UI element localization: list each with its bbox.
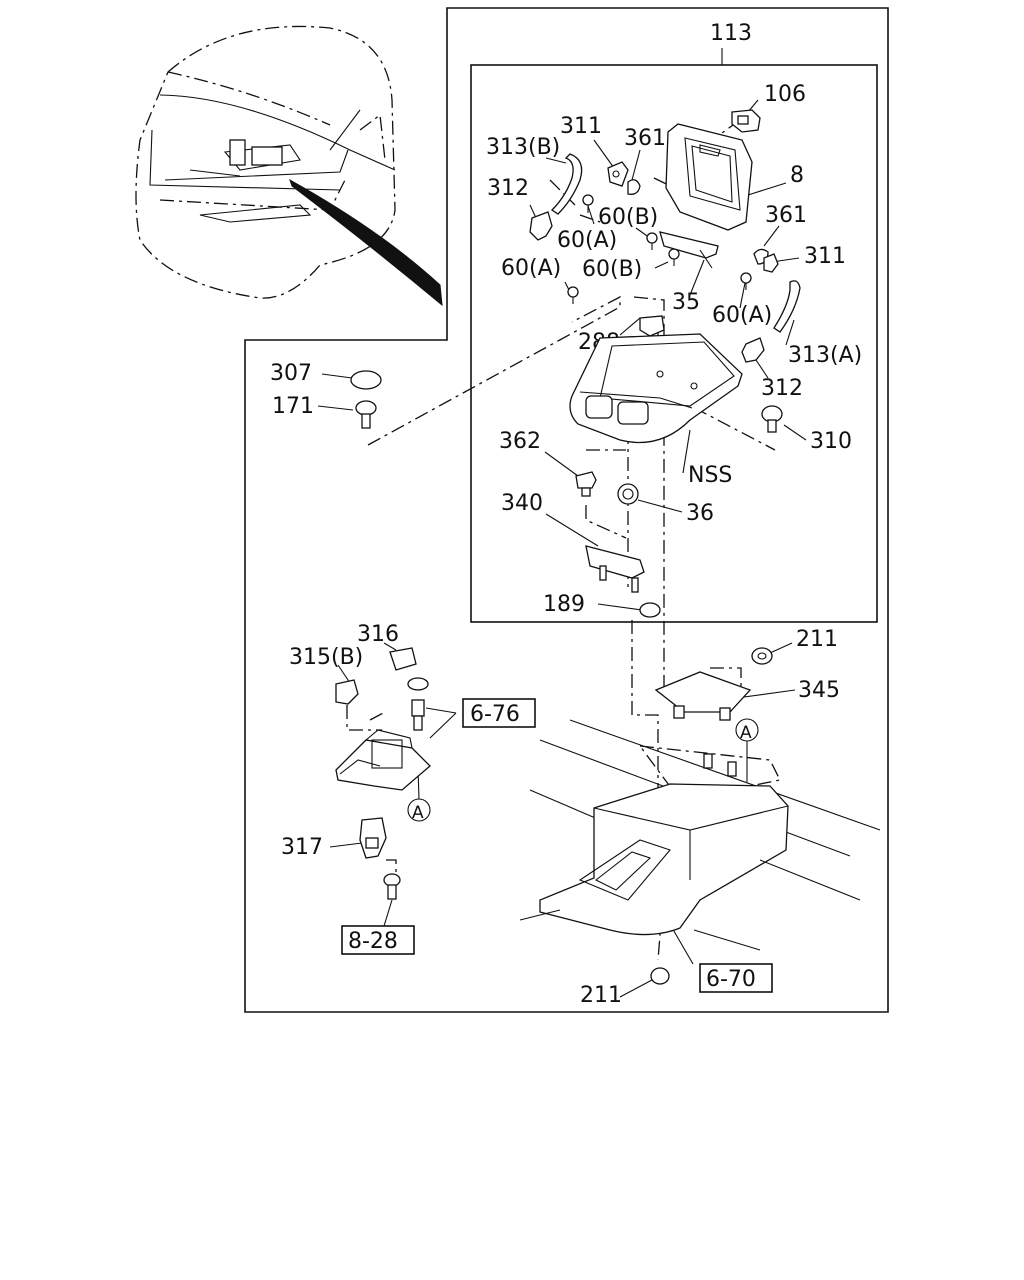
label-316: 316 xyxy=(357,622,399,647)
part-307-cap xyxy=(350,370,382,390)
part-361-ring-left xyxy=(627,179,641,195)
part-316-knob xyxy=(389,647,417,671)
part-345-bracket xyxy=(654,671,752,721)
label-312-right: 312 xyxy=(761,376,803,401)
label-312-top: 312 xyxy=(487,176,529,201)
label-35: 35 xyxy=(672,290,700,315)
label-361-right: 361 xyxy=(765,203,807,228)
label-311-top: 311 xyxy=(560,114,602,139)
label-311-right: 311 xyxy=(804,244,846,269)
part-313b-strap xyxy=(550,153,583,215)
ref-6-76[interactable]: 6-76 xyxy=(470,702,520,727)
part-106-bracket xyxy=(731,109,761,133)
label-36: 36 xyxy=(686,501,714,526)
label-113: 113 xyxy=(710,21,752,46)
part-312-clip-left xyxy=(529,211,553,241)
label-313b: 313(B) xyxy=(486,135,560,160)
label-361-top: 361 xyxy=(624,126,666,151)
part-lower-switch-bracket xyxy=(335,729,431,791)
outer-frame xyxy=(244,7,889,1013)
part-60-screws-top xyxy=(567,194,752,304)
part-8-bezel xyxy=(665,123,753,231)
label-315b: 315(B) xyxy=(289,645,363,670)
part-362-block xyxy=(575,471,597,497)
part-211-nut-top xyxy=(751,647,773,665)
label-60b-top: 60(B) xyxy=(598,205,658,230)
part-313a-strap xyxy=(773,280,801,333)
part-317-clip xyxy=(359,817,387,859)
label-211-top: 211 xyxy=(796,627,838,652)
label-60b-mid: 60(B) xyxy=(582,257,642,282)
part-36-grommet xyxy=(617,483,639,505)
label-60a-right: 60(A) xyxy=(712,303,772,328)
part-35-bracket xyxy=(659,231,719,269)
part-nss-console-housing xyxy=(569,333,743,444)
label-60a-top: 60(A) xyxy=(557,228,617,253)
part-189-washer xyxy=(639,602,661,618)
part-6-76-switch-parts xyxy=(407,677,429,731)
circle-a-left-text: A xyxy=(412,803,424,823)
part-211-nut-bottom xyxy=(650,967,670,985)
label-8: 8 xyxy=(790,163,804,188)
label-106: 106 xyxy=(764,82,806,107)
part-288-bracket xyxy=(639,315,665,337)
part-171-clip xyxy=(355,400,377,429)
floor-console-illustration xyxy=(519,719,881,951)
ref-6-70[interactable]: 6-70 xyxy=(706,967,756,992)
part-311-clip-left xyxy=(607,161,629,187)
label-189: 189 xyxy=(543,592,585,617)
cab-overview-illustration xyxy=(135,25,443,307)
part-312-clip-right xyxy=(741,337,765,363)
label-345: 345 xyxy=(798,678,840,703)
inner-frame-113 xyxy=(470,64,878,623)
part-311-clip-right xyxy=(763,253,779,273)
label-317: 317 xyxy=(281,835,323,860)
part-340-bracket xyxy=(585,545,645,593)
part-310-knob xyxy=(761,405,783,433)
circle-a-right-text: A xyxy=(740,723,752,743)
label-nss: NSS xyxy=(688,463,732,488)
label-362: 362 xyxy=(499,429,541,454)
ref-box-6-76[interactable] xyxy=(462,698,536,728)
label-310: 310 xyxy=(810,429,852,454)
label-171: 171 xyxy=(272,394,314,419)
label-60a-left: 60(A) xyxy=(501,256,561,281)
part-315b-clip xyxy=(335,679,359,705)
ref-box-6-70[interactable] xyxy=(699,963,773,993)
label-307: 307 xyxy=(270,361,312,386)
label-340: 340 xyxy=(501,491,543,516)
label-313a: 313(A) xyxy=(788,343,862,368)
label-211-bottom: 211 xyxy=(580,983,622,1008)
ref-8-28[interactable]: 8-28 xyxy=(348,929,398,954)
ref-box-8-28[interactable] xyxy=(341,925,415,955)
part-8-28-screw xyxy=(383,873,401,900)
